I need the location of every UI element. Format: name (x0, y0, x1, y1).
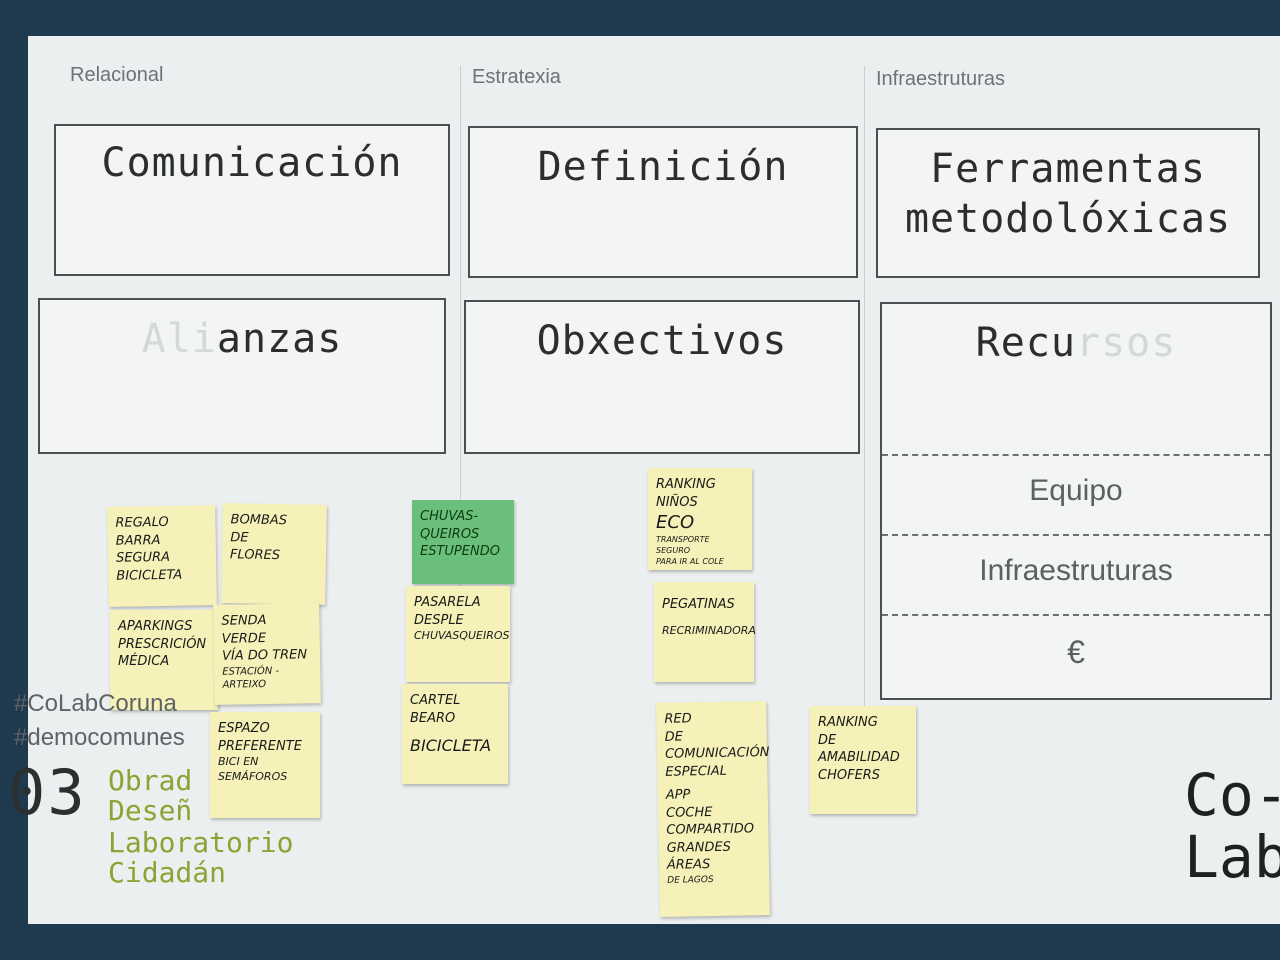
note-line: BARRA SEGURA (115, 532, 171, 566)
note-line: NIÑOS (656, 494, 698, 510)
note-line: PREFERENTE (218, 738, 302, 754)
box-comunicacion: Comunicación (54, 124, 450, 276)
box-title-alianzas-main: anzas (216, 316, 343, 362)
note-line: APP (665, 787, 691, 804)
sticky-note[interactable]: PASARELA DESPLE CHUVASQUEIROS (406, 586, 510, 682)
note-line: DESPLE (414, 612, 464, 628)
note-line: ESPECIAL (665, 763, 728, 780)
section-number: 03 (8, 756, 87, 829)
dashed-divider (882, 534, 1270, 536)
note-line: PEGATINAS (662, 597, 735, 612)
note-line: BICICLETA (410, 736, 492, 756)
box-obxectivos: Obxectivos (464, 300, 860, 454)
sticky-note[interactable]: CARTEL BEARO BICICLETA (402, 684, 508, 784)
note-line: CARTEL (410, 693, 461, 708)
note-line: de (230, 529, 249, 546)
note-line: DE (664, 729, 684, 745)
box-title-recursos-main: Recu (975, 320, 1076, 366)
note-line: PASARELA (414, 595, 481, 610)
dashed-divider (882, 454, 1270, 456)
note-line: VERDE (221, 630, 267, 647)
column-divider (460, 66, 461, 626)
note-line: BEARO (410, 710, 456, 726)
dashed-divider (882, 614, 1270, 616)
colab-logo-line2: Lab (1184, 823, 1280, 891)
note-line: QUEIROS (420, 526, 480, 542)
note-line: BOMBAS (230, 512, 288, 529)
box-title-ferramentas-line2: metodolóxicas (904, 196, 1232, 242)
box-title-recursos-faded: rsos (1076, 320, 1177, 366)
note-line: ECO (656, 512, 695, 534)
note-line: de (818, 732, 837, 748)
note-line: PRESCRICIÓN (118, 636, 207, 652)
colab-logo-line1: Co- (1184, 761, 1280, 829)
box-title-alianzas: Alianzas (40, 314, 444, 364)
column-divider (864, 66, 865, 706)
note-line: COCHE (665, 804, 713, 821)
note-line: APARKINGS (118, 619, 193, 634)
column-label-estratexia: Estratexia (472, 66, 561, 88)
note-line: BICICLETA (116, 567, 183, 584)
sticky-note[interactable]: SENDA VERDE VÍA DO TREN ESTACIÓN - ARTEI… (213, 603, 321, 705)
note-line: ESTACIÓN - ARTEIXO (222, 665, 280, 691)
note-line: FLORES (229, 547, 281, 564)
note-line: VÍA DO TREN (221, 647, 308, 664)
note-line: COMPARTIDO (666, 821, 755, 839)
sticky-note[interactable]: PEGATINAS RECRIMINADORA (654, 582, 756, 682)
note-line: DE LAGOS (667, 874, 714, 886)
box-definicion: Definición (468, 126, 858, 278)
note-line: RECRIMINADORA (662, 623, 756, 637)
resource-infraestruturas: Infraestruturas (979, 554, 1173, 587)
hashtag-democomunes: #democomunes (14, 724, 185, 751)
footer-line: Deseñ (108, 794, 193, 827)
note-line: RED (664, 711, 692, 727)
hashtag-colabcoruna: #CoLabCoruna (14, 690, 177, 717)
sticky-note[interactable]: APARKINGS PRESCRICIÓN MÉDICA (110, 610, 218, 710)
footer-line: Laboratorio (108, 826, 294, 859)
note-line: REGALO (115, 514, 169, 531)
sticky-note[interactable]: BOMBAS de FLORES (221, 503, 327, 605)
resource-equipo: Equipo (1029, 474, 1123, 507)
resource-euro: € (1067, 634, 1085, 670)
box-title-alianzas-faded: Ali (141, 316, 217, 362)
note-line: ESPAZO (218, 721, 270, 736)
note-line: ESTUPENDO (420, 544, 500, 560)
box-title-ferramentas-line1: Ferramentas (930, 146, 1206, 192)
note-line: AMABILIDAD (818, 750, 900, 766)
box-title-recursos: Recursos (882, 318, 1270, 368)
footer-line: Obrad (108, 764, 193, 797)
sticky-note[interactable]: RANKING de AMABILIDAD CHOFERS (810, 706, 916, 814)
box-title-obxectivos: Obxectivos (536, 318, 788, 364)
canvas-board: Relacional Estratexia Infraestruturas Co… (8, 36, 1280, 924)
column-label-infraestruturas: Infraestruturas (876, 68, 1005, 90)
note-line: GRANDES ÁREAS (666, 839, 732, 874)
note-line: PARA IR AL COLE (656, 556, 724, 566)
note-line: RANKING (656, 477, 716, 492)
sticky-note[interactable]: ESPAZO PREFERENTE BICI EN SEMÁFOROS (210, 712, 320, 818)
box-recursos: Recursos Equipo Infraestruturas € (880, 302, 1272, 700)
box-title-comunicacion: Comunicación (101, 140, 403, 186)
sticky-note[interactable]: RANKING NIÑOS ECO TRANSPORTE SEGURO PARA… (648, 468, 752, 570)
note-line: MÉDICA (118, 654, 170, 670)
box-title-definicion: Definición (537, 144, 789, 190)
note-line: SENDA (221, 613, 267, 629)
footer-line: Cidadán (108, 856, 227, 889)
note-line: RANKING (818, 715, 878, 730)
note-line: COMUNICACIÓN (664, 745, 770, 762)
note-line: CHUVAS- (420, 509, 479, 524)
column-label-relacional: Relacional (70, 64, 164, 86)
sticky-note-green[interactable]: CHUVAS- QUEIROS ESTUPENDO (412, 500, 514, 584)
note-line: BICI EN SEMÁFOROS (218, 755, 288, 783)
note-line: TRANSPORTE SEGURO (656, 535, 710, 556)
box-ferramentas: Ferramentas metodolóxicas (876, 128, 1260, 278)
note-line: CHUVASQUEIROS (414, 629, 510, 643)
sticky-note[interactable]: RED DE COMUNICACIÓN ESPECIAL APP COCHE C… (656, 701, 770, 917)
box-alianzas: Alianzas (38, 298, 446, 454)
note-line: CHOFERS (818, 767, 881, 783)
sticky-note[interactable]: REGALO BARRA SEGURA BICICLETA (107, 505, 217, 607)
